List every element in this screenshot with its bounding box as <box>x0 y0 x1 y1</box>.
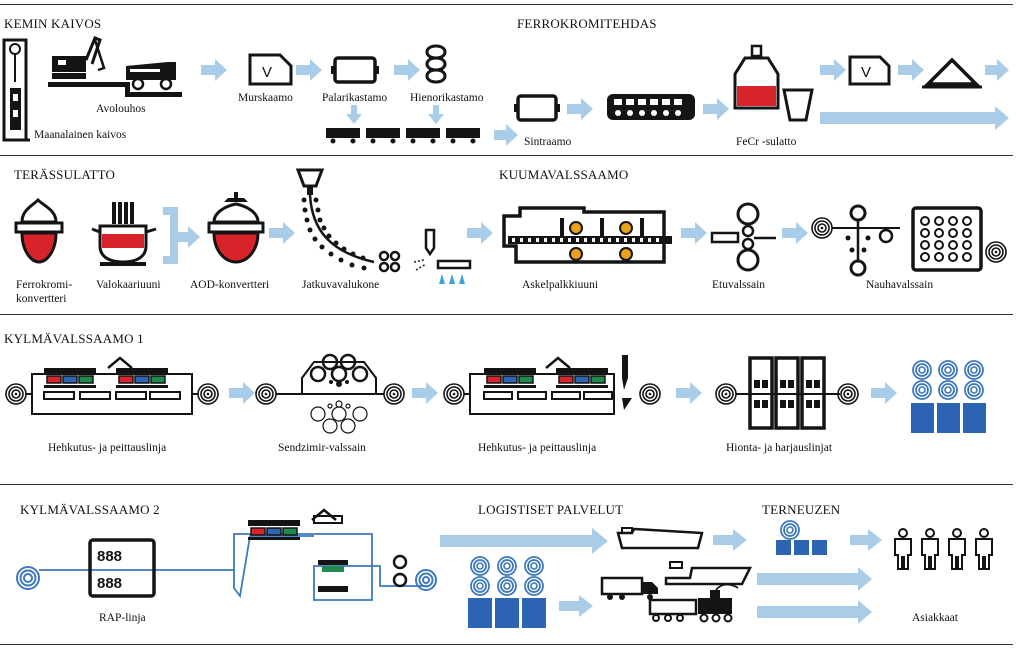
customers-icon <box>894 528 993 570</box>
label-aod-konvertteri: AOD-konvertteri <box>190 279 270 291</box>
label-ferrokromi-1: Ferrokromi- <box>16 279 73 291</box>
flow-arrow <box>494 124 518 146</box>
lump-concentrator-icon <box>331 56 379 84</box>
fecr-crusher-icon: V <box>848 55 891 86</box>
sendzimir-mill-icon <box>255 353 405 434</box>
flow-arrow <box>681 222 707 244</box>
product-pile-icon <box>922 57 982 89</box>
header-logistiset-palvelut: LOGISTISET PALVELUT <box>478 502 624 517</box>
flow-arrow <box>820 106 1009 130</box>
section-divider <box>0 155 1013 156</box>
finished-coils-icon <box>911 360 986 433</box>
second-ship-icon <box>664 561 753 586</box>
flow-arrow <box>394 59 420 81</box>
slab-grinding-icon <box>413 228 472 284</box>
walking-beam-furnace-icon <box>502 206 672 264</box>
roughing-mill-icon <box>710 202 776 272</box>
underground-mine-icon <box>2 38 30 142</box>
annealing-pickling-line-2-icon <box>443 355 661 415</box>
flow-arrow <box>201 59 227 81</box>
fine-concentrator-icon <box>425 44 447 84</box>
flow-arrow <box>985 59 1009 81</box>
flow-arrow <box>782 222 808 244</box>
annealing-pickling-line-icon <box>5 356 219 415</box>
logistics-coils-icon <box>468 556 546 628</box>
flow-arrow <box>559 595 593 617</box>
flow-arrow <box>871 382 897 404</box>
grinding-brushing-lines-icon <box>715 356 859 430</box>
label-jatkuvavalukone: Jatkuvavalukone <box>302 279 380 291</box>
flow-arrow <box>820 59 846 81</box>
label-nauhavalssain: Nauhavalssain <box>866 279 934 291</box>
svg-text:V: V <box>861 64 871 81</box>
flow-arrow <box>703 98 729 120</box>
flow-arrow <box>467 222 493 244</box>
svg-text:V: V <box>262 64 272 81</box>
label-hionta: Hionta- ja harjauslinjat <box>726 442 833 454</box>
ferrochrome-converter-icon <box>14 197 64 264</box>
logistics-arrow-long <box>440 528 608 554</box>
truck-icon <box>600 576 658 600</box>
flow-arrow <box>898 59 924 81</box>
section-divider <box>0 4 1013 5</box>
flow-arrow <box>850 529 882 551</box>
terneuzen-coils-icon <box>776 520 827 555</box>
label-ferrokromi-2: konvertteri <box>16 293 67 305</box>
strip-mill-icon <box>811 204 1007 277</box>
label-rap-linja: RAP-linja <box>99 612 146 624</box>
label-hehkutus-1: Hehkutus- ja peittauslinja <box>48 442 167 454</box>
label-hehkutus-2: Hehkutus- ja peittauslinja <box>478 442 597 454</box>
flow-arrow-down <box>428 105 444 124</box>
label-fecr-sulatto: FeCr -sulatto <box>736 136 797 148</box>
flow-arrow <box>567 98 593 120</box>
label-maanalainen-kaivos: Maanalainen kaivos <box>34 129 127 141</box>
header-kuumavalssaamo: KUUMAVALSSAAMO <box>499 167 629 182</box>
label-askelpalkkiuuni: Askelpalkkiuuni <box>522 279 599 291</box>
flow-arrow <box>412 382 438 404</box>
label-avolouhos: Avolouhos <box>96 103 146 115</box>
label-palarikastamo: Palarikastamo <box>322 92 388 104</box>
label-sintraamo: Sintraamo <box>524 136 572 148</box>
label-valokaariuuni: Valokaariuuni <box>96 279 161 291</box>
label-asiakkaat: Asiakkaat <box>912 612 958 624</box>
flow-arrow <box>269 222 295 244</box>
continuous-caster-icon <box>295 168 401 273</box>
label-etuvalssain: Etuvalssain <box>712 279 766 291</box>
flow-arrow <box>757 567 872 591</box>
flow-arrow <box>757 600 872 624</box>
label-sendzimir: Sendzimir-valssain <box>278 442 366 454</box>
flow-arrow <box>296 59 322 81</box>
open-pit-mine-icon <box>48 36 182 97</box>
ore-wagons-icon <box>326 128 480 144</box>
header-ferrokromitehdas: FERROKROMITEHDAS <box>517 16 657 31</box>
train-icon <box>648 583 739 623</box>
aod-converter-icon <box>207 192 265 264</box>
header-kemin-kaivos: KEMIN KAIVOS <box>4 16 102 31</box>
header-terassulatto: TERÄSSULATTO <box>14 167 116 182</box>
label-hienorikastamo: Hienorikastamo <box>410 92 484 104</box>
sinter-conveyor-icon <box>607 94 695 120</box>
section-divider <box>0 644 1013 645</box>
rap-line-icon: 888 888 <box>16 508 437 601</box>
label-murskaamo: Murskaamo <box>238 92 293 104</box>
fecr-smelter-icon <box>733 44 814 122</box>
flow-arrow <box>713 529 747 551</box>
crusher-icon: V <box>248 53 293 86</box>
flow-arrow-down <box>346 105 362 124</box>
flow-arrow-bracket <box>163 207 200 264</box>
section-divider <box>0 314 1013 315</box>
sintering-plant-icon <box>514 94 560 122</box>
electric-arc-furnace-icon <box>91 202 157 266</box>
header-kylmavalssaamo-2: KYLMÄVALSSAAMO 2 <box>20 502 160 517</box>
flow-arrow <box>676 382 702 404</box>
header-kylmavalssaamo-1: KYLMÄVALSSAAMO 1 <box>4 331 144 346</box>
svg-text:888: 888 <box>97 548 122 565</box>
ship-icon <box>616 527 704 550</box>
header-terneuzen: TERNEUZEN <box>762 502 841 517</box>
svg-text:888: 888 <box>97 575 122 592</box>
flow-arrow <box>229 382 255 404</box>
section-divider <box>0 484 1013 485</box>
